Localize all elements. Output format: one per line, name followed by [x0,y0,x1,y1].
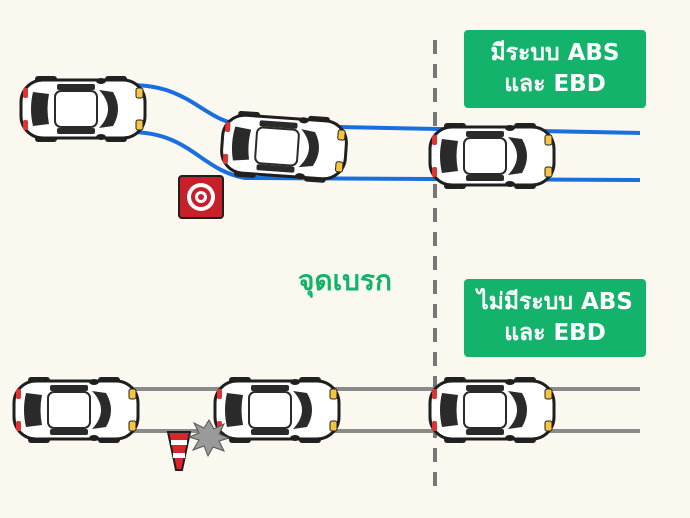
label-without-abs-ebd: ไม่มีระบบ ABS และ EBD [464,279,646,357]
target-obstacle-icon [178,175,224,219]
car-icon [218,108,350,186]
traffic-cone-icon [166,431,192,471]
car-icon [428,121,556,191]
car-icon [19,74,147,144]
abs-path-bottom [129,130,641,182]
impact-burst-icon [187,419,231,458]
car-icon [428,375,556,445]
label-without-abs-line1: ไม่มีระบบ ABS [477,289,633,315]
label-with-abs-line1: มีระบบ ABS [490,40,620,66]
car-icon [213,375,341,445]
label-with-abs-line2: และ EBD [504,71,606,97]
label-with-abs-ebd: มีระบบ ABS และ EBD [464,30,646,108]
car-icon [12,375,140,445]
brake-point-label: จุดเบรก [298,264,392,297]
label-without-abs-line2: และ EBD [504,320,606,346]
